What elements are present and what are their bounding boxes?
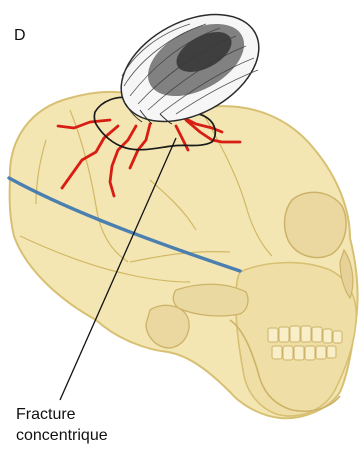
- caption-line-1: Fracture: [16, 404, 108, 425]
- skull-orbit: [285, 192, 347, 257]
- fracture-caption: Fracture concentrique: [16, 404, 108, 446]
- panel-label: D: [14, 28, 26, 44]
- caption-line-2: concentrique: [16, 425, 108, 446]
